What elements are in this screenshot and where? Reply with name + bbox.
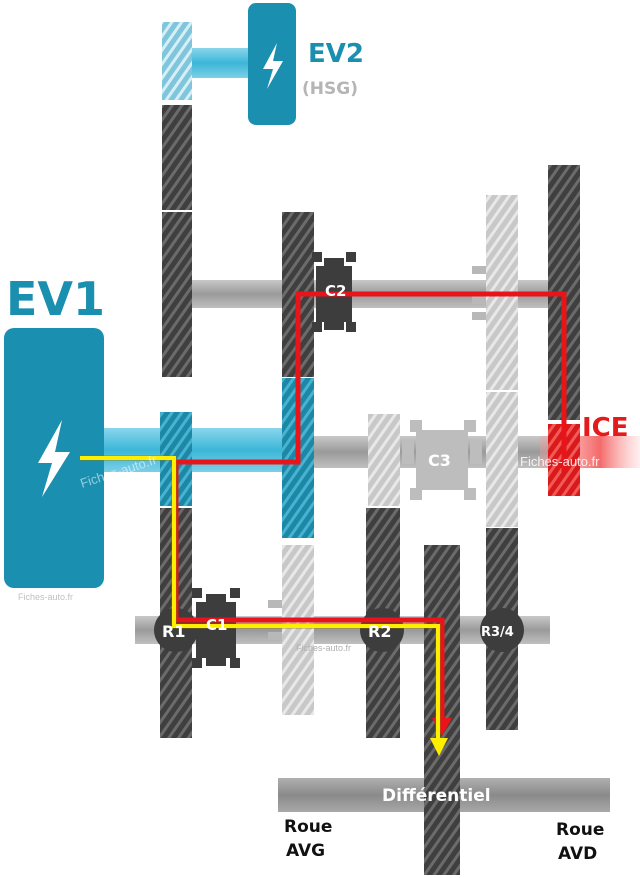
ev2-gear bbox=[162, 22, 192, 100]
ev1-lightning-bolt-icon bbox=[38, 420, 70, 497]
ice-power-path bbox=[173, 291, 567, 728]
ev1-shaft bbox=[100, 428, 310, 472]
gear-column-left-mid bbox=[162, 212, 192, 377]
ev1-path-arrowhead bbox=[430, 738, 448, 756]
clutch-c3-label: C3 bbox=[428, 451, 451, 470]
watermark-lower-shaft: Fiches-auto.fr bbox=[296, 643, 351, 653]
ice-label: ICE bbox=[582, 413, 629, 443]
ratio-r34-hub bbox=[480, 608, 524, 652]
clutch-c3 bbox=[402, 420, 482, 500]
ev2-subtitle: (HSG) bbox=[302, 79, 358, 99]
gear-c1-light bbox=[282, 545, 314, 715]
ratio-r34-label: R3/4 bbox=[481, 625, 514, 640]
ev2-lightning-bolt-icon bbox=[263, 43, 283, 89]
clutch-c2-label: C2 bbox=[325, 282, 346, 300]
gear-c3-left-light bbox=[368, 414, 400, 506]
wheel-right-line2: AVD bbox=[558, 844, 597, 864]
gear-column-left-upper bbox=[162, 105, 192, 210]
synchro-teeth-lower bbox=[268, 600, 282, 640]
ev1-power-path bbox=[80, 456, 440, 740]
ratio-r2-label: R2 bbox=[368, 622, 391, 641]
differential-label: Différentiel bbox=[382, 786, 491, 806]
ev1-title: EV1 bbox=[6, 272, 105, 326]
watermark-ice-shaft: Fiches-auto.fr bbox=[520, 454, 600, 469]
wheel-left-line2: AVG bbox=[286, 841, 325, 861]
ev2-title: EV2 bbox=[308, 39, 364, 69]
ratio-r1-label: R1 bbox=[162, 622, 185, 641]
wheel-left-line1: Roue bbox=[284, 817, 332, 837]
clutch-c1 bbox=[192, 588, 240, 668]
gear-light-mid-right bbox=[486, 392, 518, 527]
ev2-shaft bbox=[180, 48, 260, 78]
watermark-ev1-bottom: Fiches-auto.fr bbox=[18, 592, 73, 602]
synchro-teeth-upper bbox=[472, 266, 486, 320]
clutch-c1-label: C1 bbox=[206, 616, 227, 634]
wheel-right-line1: Roue bbox=[556, 820, 604, 840]
